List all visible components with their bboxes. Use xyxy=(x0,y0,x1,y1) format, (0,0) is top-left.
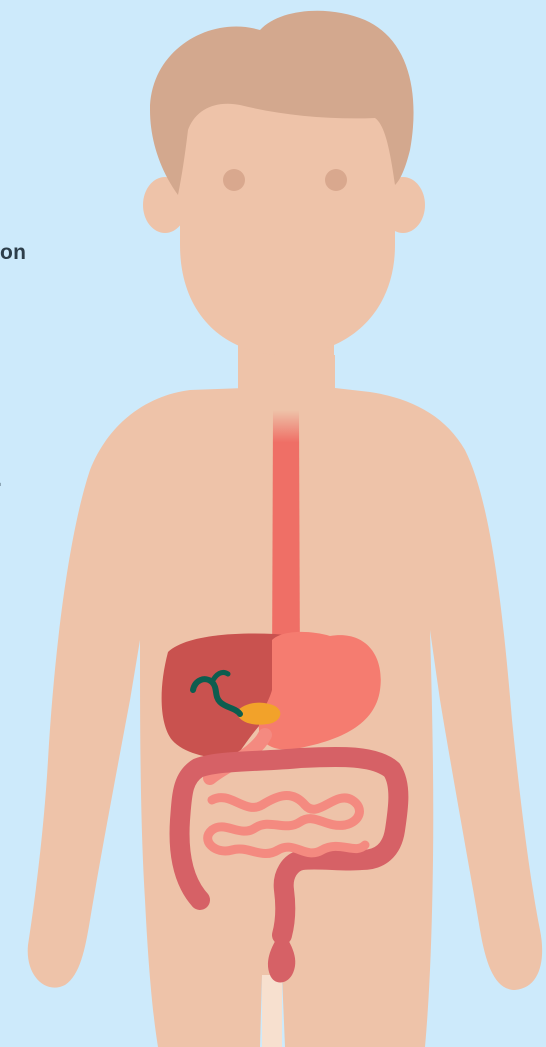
right-eye xyxy=(325,169,347,191)
left-eye xyxy=(223,169,245,191)
leg-gap xyxy=(262,975,282,1047)
